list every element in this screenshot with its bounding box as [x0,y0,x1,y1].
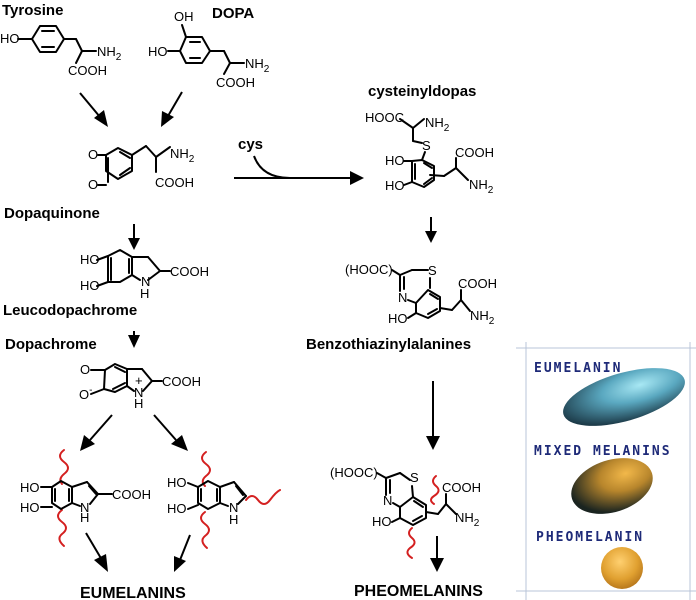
svg-text:COOH: COOH [155,175,194,190]
benzothiazinylalanines-label: Benzothiazinylalanines [306,336,471,353]
svg-text:O: O [88,147,98,162]
arrow-cys-addition: cys [234,136,364,185]
svg-text:NH2: NH2 [425,115,450,134]
svg-text:COOH: COOH [162,374,201,389]
dhi-unit-structure: HO HO N H [167,451,281,549]
svg-text:HO: HO [388,311,408,326]
dopa-label: DOPA [212,5,254,22]
cysteinyldopas-label: cysteinyldopas [368,83,476,100]
svg-text:(HOOC): (HOOC) [345,262,393,277]
pheomelanin-unit-structure: (HOOC) S N HO COOH NH2 [330,465,481,559]
dopachrome-structure: O O- + COOH N H [79,362,201,411]
svg-text:O-: O- [79,385,92,402]
arrow-tyrosine-to-dopaquinone [79,92,108,127]
arrow-dopa-to-dopaquinone [161,91,183,127]
svg-text:HO: HO [372,514,392,529]
benzothiazinylalanines-structure: (HOOC) S N HO COOH NH2 Benzothiazinylala… [306,262,497,353]
svg-text:(HOOC): (HOOC) [330,465,378,480]
svg-text:N: N [80,500,89,515]
svg-text:HO: HO [167,501,187,516]
svg-text:H: H [140,286,149,301]
svg-text:HO: HO [148,44,168,59]
svg-text:COOH: COOH [170,264,209,279]
dopa-structure: DOPA OH HO NH2 COOH [148,5,270,90]
leucodopachrome-label: Leucodopachrome [3,302,137,319]
svg-text:N: N [229,500,238,515]
svg-text:O: O [80,362,90,377]
atom-cooh: COOH [68,63,107,78]
svg-text:COOH: COOH [442,480,481,495]
arrow-to-pheomelanin-unit [426,381,440,450]
svg-text:H: H [134,396,143,411]
svg-text:N: N [383,493,392,508]
svg-text:OH: OH [174,9,194,24]
svg-text:NH2: NH2 [470,308,495,327]
svg-text:NH2: NH2 [455,510,480,529]
mixed-melanin-granule [571,458,653,514]
pheomelanin-label: PHEOMELANIN [536,530,644,545]
cys-reagent-label: cys [238,136,263,153]
tyrosine-label: Tyrosine [2,2,63,19]
svg-text:HOOC: HOOC [365,110,404,125]
svg-text:NH2: NH2 [245,56,270,75]
eumelanin-label: EUMELANIN [534,361,622,376]
tyrosine-structure: Tyrosine HO NH2 COOH [0,2,122,78]
svg-text:HO: HO [385,178,405,193]
svg-text:COOH: COOH [458,276,497,291]
svg-text:H: H [80,510,89,525]
arrow-dhica-to-eumelanins [85,532,108,572]
svg-text:S: S [428,263,437,278]
svg-text:HO: HO [20,500,40,515]
arrow-to-benzothiazinylalanines [425,217,437,243]
melanin-types-panel: EUMELANIN MIXED MELANINS PHEOMELANIN [516,342,696,600]
arrow-to-dopachrome [128,331,140,348]
pheomelanin-granule [601,547,643,589]
cysteinyldopas-structure: cysteinyldopas HOOC NH2 S HO HO COOH NH2 [365,83,494,196]
eumelanins-label: EUMELANINS [80,585,186,600]
leucodopachrome-structure: HO HO COOH N H Leucodopachrome [3,249,209,319]
svg-text:H: H [229,512,238,527]
svg-text:COOH: COOH [112,487,151,502]
arrow-dhi-to-eumelanins [174,534,191,572]
dopaquinone-label: Dopaquinone [4,205,100,222]
svg-text:+: + [135,373,143,388]
arrow-to-dhi [153,414,188,451]
svg-text:HO: HO [80,252,100,267]
svg-text:NH2: NH2 [469,177,494,196]
svg-text:HO: HO [20,480,40,495]
eumelanin-granule [563,368,685,426]
svg-text:COOH: COOH [216,75,255,90]
svg-text:HO: HO [167,475,187,490]
svg-text:N: N [134,385,143,400]
dhica-unit-structure: HO HO COOH N H [20,449,151,547]
dopaquinone-structure: O O NH2 COOH Dopaquinone [4,145,195,222]
svg-text:S: S [410,470,419,485]
svg-text:N: N [141,274,150,289]
arrow-to-pheomelanins [430,536,444,572]
svg-text:S: S [422,138,431,153]
svg-text:NH2: NH2 [97,44,122,63]
svg-text:HO: HO [80,278,100,293]
arrow-to-leucodopachrome [128,224,140,250]
pheomelanins-label: PHEOMELANINS [354,583,483,600]
svg-text:N: N [398,290,407,305]
svg-text:COOH: COOH [455,145,494,160]
svg-text:HO: HO [385,153,405,168]
dopachrome-label: Dopachrome [5,336,97,353]
atom-ho: HO [0,31,20,46]
arrow-to-dhica [80,414,113,451]
svg-text:O: O [88,177,98,192]
svg-text:NH2: NH2 [170,146,195,165]
mixed-melanins-label: MIXED MELANINS [534,444,672,459]
